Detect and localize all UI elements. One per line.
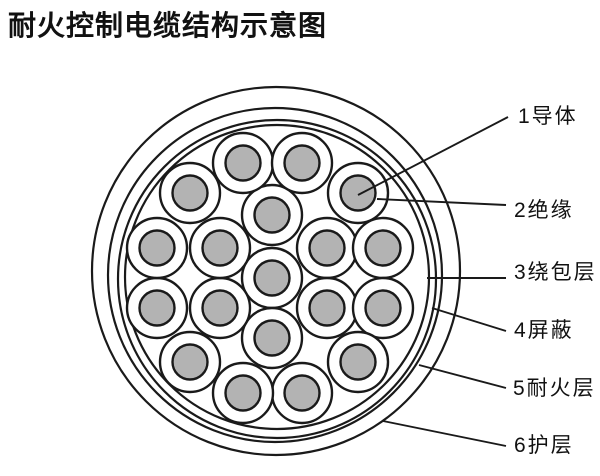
label-sheath: 6护层 [514, 434, 574, 457]
page-title: 耐火控制电缆结构示意图 [8, 10, 328, 41]
conductor-core-circle [253, 319, 291, 357]
label-fire-resistant-layer: 5耐火层 [513, 377, 596, 400]
conductor-core-circle [283, 144, 321, 182]
conductor-bundle [125, 131, 415, 425]
conductor-core-circle [364, 229, 402, 267]
label-insulation: 2绝缘 [514, 199, 574, 222]
ring-sheath-circle [90, 85, 462, 457]
ring-wrapping-circle [123, 123, 431, 431]
label-conductor: 1导体 [518, 105, 578, 128]
leader-line [376, 198, 507, 206]
leader-line [431, 307, 507, 332]
conductor-core-circle [201, 289, 239, 327]
conductor-core-circle [171, 174, 209, 212]
conductor-core-circle [253, 196, 291, 234]
conductor-core-circle [339, 343, 377, 381]
leader-line [382, 420, 507, 447]
label-shield: 4屏蔽 [514, 319, 574, 342]
conductor-core-circle [308, 289, 346, 327]
conductor-core-circle [171, 343, 209, 381]
conductor-core-circle [308, 229, 346, 267]
conductor-core-circle [224, 374, 262, 412]
layer-rings [90, 85, 462, 457]
conductor-core-circle [253, 259, 291, 297]
conductor-core-circle [364, 289, 402, 327]
ring-shield-circle [116, 118, 438, 440]
conductor-core-circle [224, 144, 262, 182]
conductor-core-circle [339, 174, 377, 212]
ring-fire-layer-circle [106, 106, 444, 444]
leader-lines [357, 116, 509, 447]
conductor-core-circle [138, 289, 176, 327]
conductor-core-circle [138, 229, 176, 267]
leader-line [357, 116, 509, 196]
conductor-core-circle [201, 229, 239, 267]
leader-line [418, 364, 507, 389]
label-wrapping-layer: 3绕包层 [514, 261, 597, 284]
conductor-core-circle [283, 374, 321, 412]
